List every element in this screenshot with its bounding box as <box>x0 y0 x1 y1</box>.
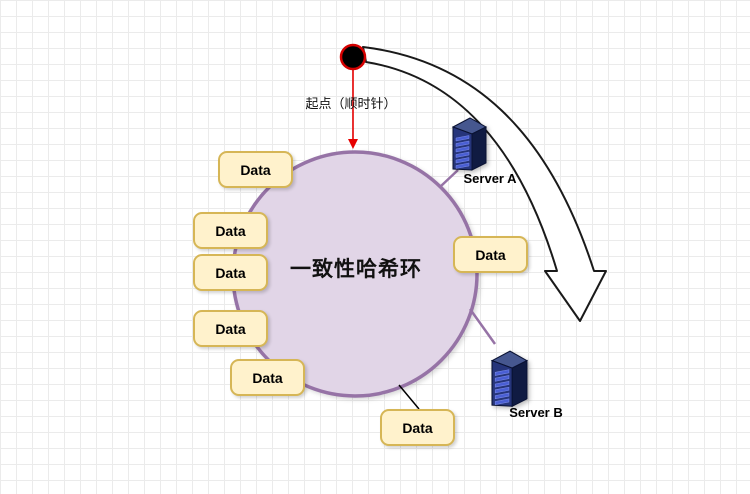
data-node: Data <box>218 151 293 188</box>
server-a-label: Server A <box>463 171 517 186</box>
start-pointer-arrow <box>348 70 358 149</box>
start-point-dot <box>339 43 367 71</box>
data-node: Data <box>230 359 305 396</box>
server-b-label: Server B <box>509 405 563 420</box>
data-node: Data <box>193 310 268 347</box>
data-node: Data <box>453 236 528 273</box>
start-point-label: 起点（顺时针） <box>305 96 397 111</box>
server-a-icon <box>452 117 487 171</box>
ring-title: 一致性哈希环 <box>290 258 422 281</box>
server-b-icon <box>491 350 528 407</box>
ring-to-data-connector <box>398 384 420 410</box>
data-node: Data <box>380 409 455 446</box>
ring-to-server-a-connector <box>440 169 459 187</box>
ring-to-server-b-connector <box>468 308 497 345</box>
clockwise-flow-arrow <box>362 46 607 322</box>
data-node: Data <box>193 212 268 249</box>
data-node: Data <box>193 254 268 291</box>
